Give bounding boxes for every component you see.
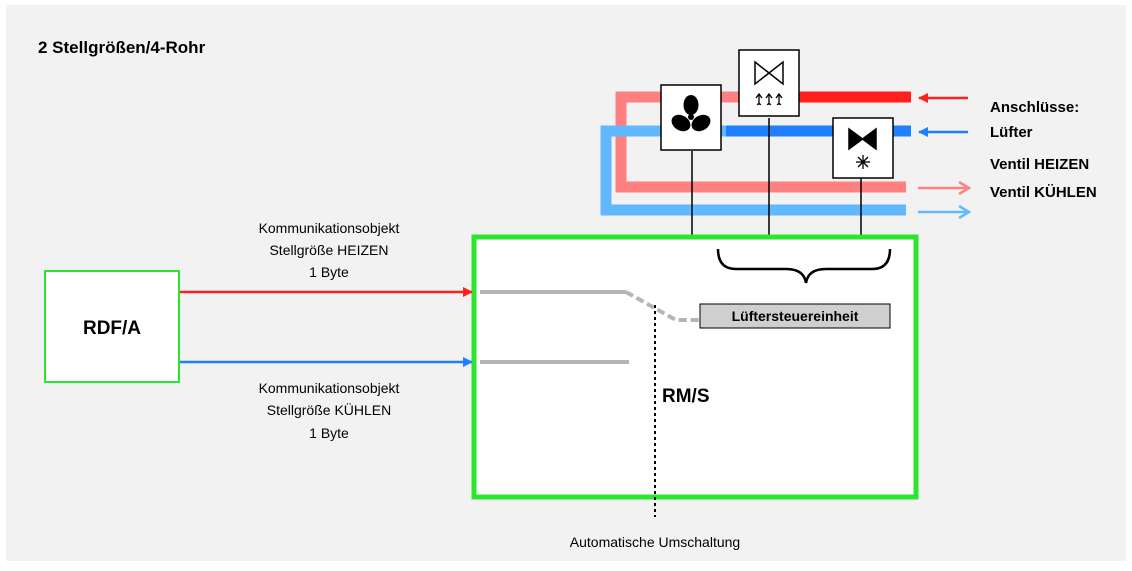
auto-switch-label: Automatische Umschaltung	[570, 534, 740, 550]
diagram-canvas: 2 Stellgrößen/4-Rohr	[6, 5, 1126, 561]
internal-lines	[480, 290, 700, 364]
svg-text:Stellgröße KÜHLEN: Stellgröße KÜHLEN	[267, 401, 392, 418]
svg-text:Stellgröße HEIZEN: Stellgröße HEIZEN	[269, 242, 388, 258]
svg-text:1 Byte: 1 Byte	[309, 264, 349, 280]
diagram-title: 2 Stellgrößen/4-Rohr	[38, 38, 206, 57]
heating-valve-icon	[738, 49, 800, 117]
heat-object-label: Kommunikationsobjekt Stellgröße HEIZEN 1…	[259, 220, 400, 280]
connections-heading: Anschlüsse:	[990, 99, 1079, 116]
svg-text:Kommunikationsobjekt: Kommunikationsobjekt	[259, 220, 400, 236]
controller-rdfa: RDF/A	[44, 270, 180, 383]
connection-cool-valve: Ventil KÜHLEN	[990, 184, 1097, 201]
connection-heat-valve: Ventil HEIZEN	[990, 156, 1089, 173]
connection-wires	[691, 118, 862, 237]
actuator-box	[471, 234, 919, 500]
cooling-valve-icon	[832, 117, 894, 179]
fan-control-unit-label: Lüftersteuereinheit	[732, 308, 859, 324]
connection-legend: Anschlüsse: Lüfter Ventil HEIZEN Ventil …	[990, 99, 1097, 201]
diagram-svg: 2 Stellgrößen/4-Rohr	[38, 38, 1097, 550]
fan-icon	[660, 84, 722, 151]
actuator-label: RM/S	[662, 386, 710, 407]
connection-fan: Lüfter	[990, 124, 1033, 141]
svg-text:1 Byte: 1 Byte	[309, 425, 349, 441]
brace	[716, 248, 892, 284]
controller-label: RDF/A	[83, 318, 141, 339]
svg-text:Kommunikationsobjekt: Kommunikationsobjekt	[259, 380, 400, 396]
pipe-arrows	[918, 93, 972, 220]
cool-object-label: Kommunikationsobjekt Stellgröße KÜHLEN 1…	[259, 380, 400, 441]
fan-control-unit: Lüftersteuereinheit	[699, 303, 891, 329]
